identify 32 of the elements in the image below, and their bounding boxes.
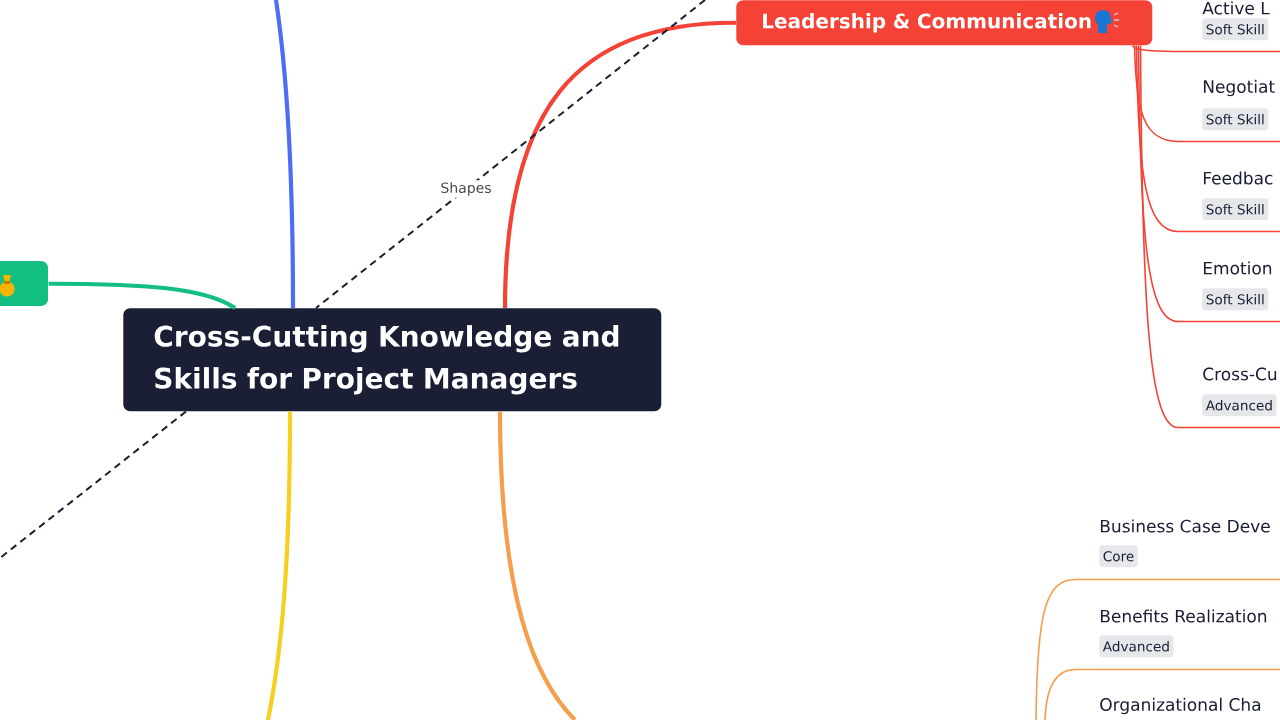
branch-line: [273, 0, 296, 308]
dashed-connector: [315, 0, 706, 309]
branch-line: [48, 281, 237, 310]
tag-badge: Soft Skill: [1202, 108, 1269, 131]
edge-label: Shapes: [438, 180, 494, 198]
tag-badge: Advanced: [1202, 394, 1277, 417]
branch-line: [1035, 578, 1280, 720]
branch-line: [1133, 44, 1280, 143]
branch-line: [265, 411, 293, 720]
tag-badge: Soft Skill: [1202, 198, 1269, 221]
tag-badge: Soft Skill: [1202, 18, 1269, 41]
branch-line: [1135, 44, 1280, 233]
topic-label: Benefits Realization: [1100, 609, 1267, 623]
branch-line: [502, 20, 737, 309]
branch-line: [1044, 668, 1280, 720]
central-topic-box: Cross-Cutting Knowledge and Skills for Project Managers: [123, 308, 662, 412]
dashed-connector: [0, 410, 187, 559]
topic-label: Business Case Deve: [1100, 519, 1270, 533]
tag-badge: Core: [1099, 545, 1138, 568]
branch-line: [1131, 44, 1280, 53]
topic-label: Emotion: [1203, 261, 1272, 275]
topic-label: Negotiat: [1203, 79, 1275, 97]
branch-line: [1139, 44, 1280, 429]
topic-label: Feedbac: [1203, 171, 1273, 185]
tag-badge: Soft Skill: [1202, 288, 1269, 311]
topic-label: Active L: [1202, 1, 1270, 15]
topic-label: Cross-Cu: [1203, 367, 1277, 381]
topic-label: Organizational Cha: [1100, 697, 1261, 715]
tag-badge: Advanced: [1099, 635, 1174, 658]
topic-box: Leadership & Communication: [736, 0, 1153, 46]
branch-line: [1137, 44, 1280, 323]
branch-line: [497, 411, 577, 720]
